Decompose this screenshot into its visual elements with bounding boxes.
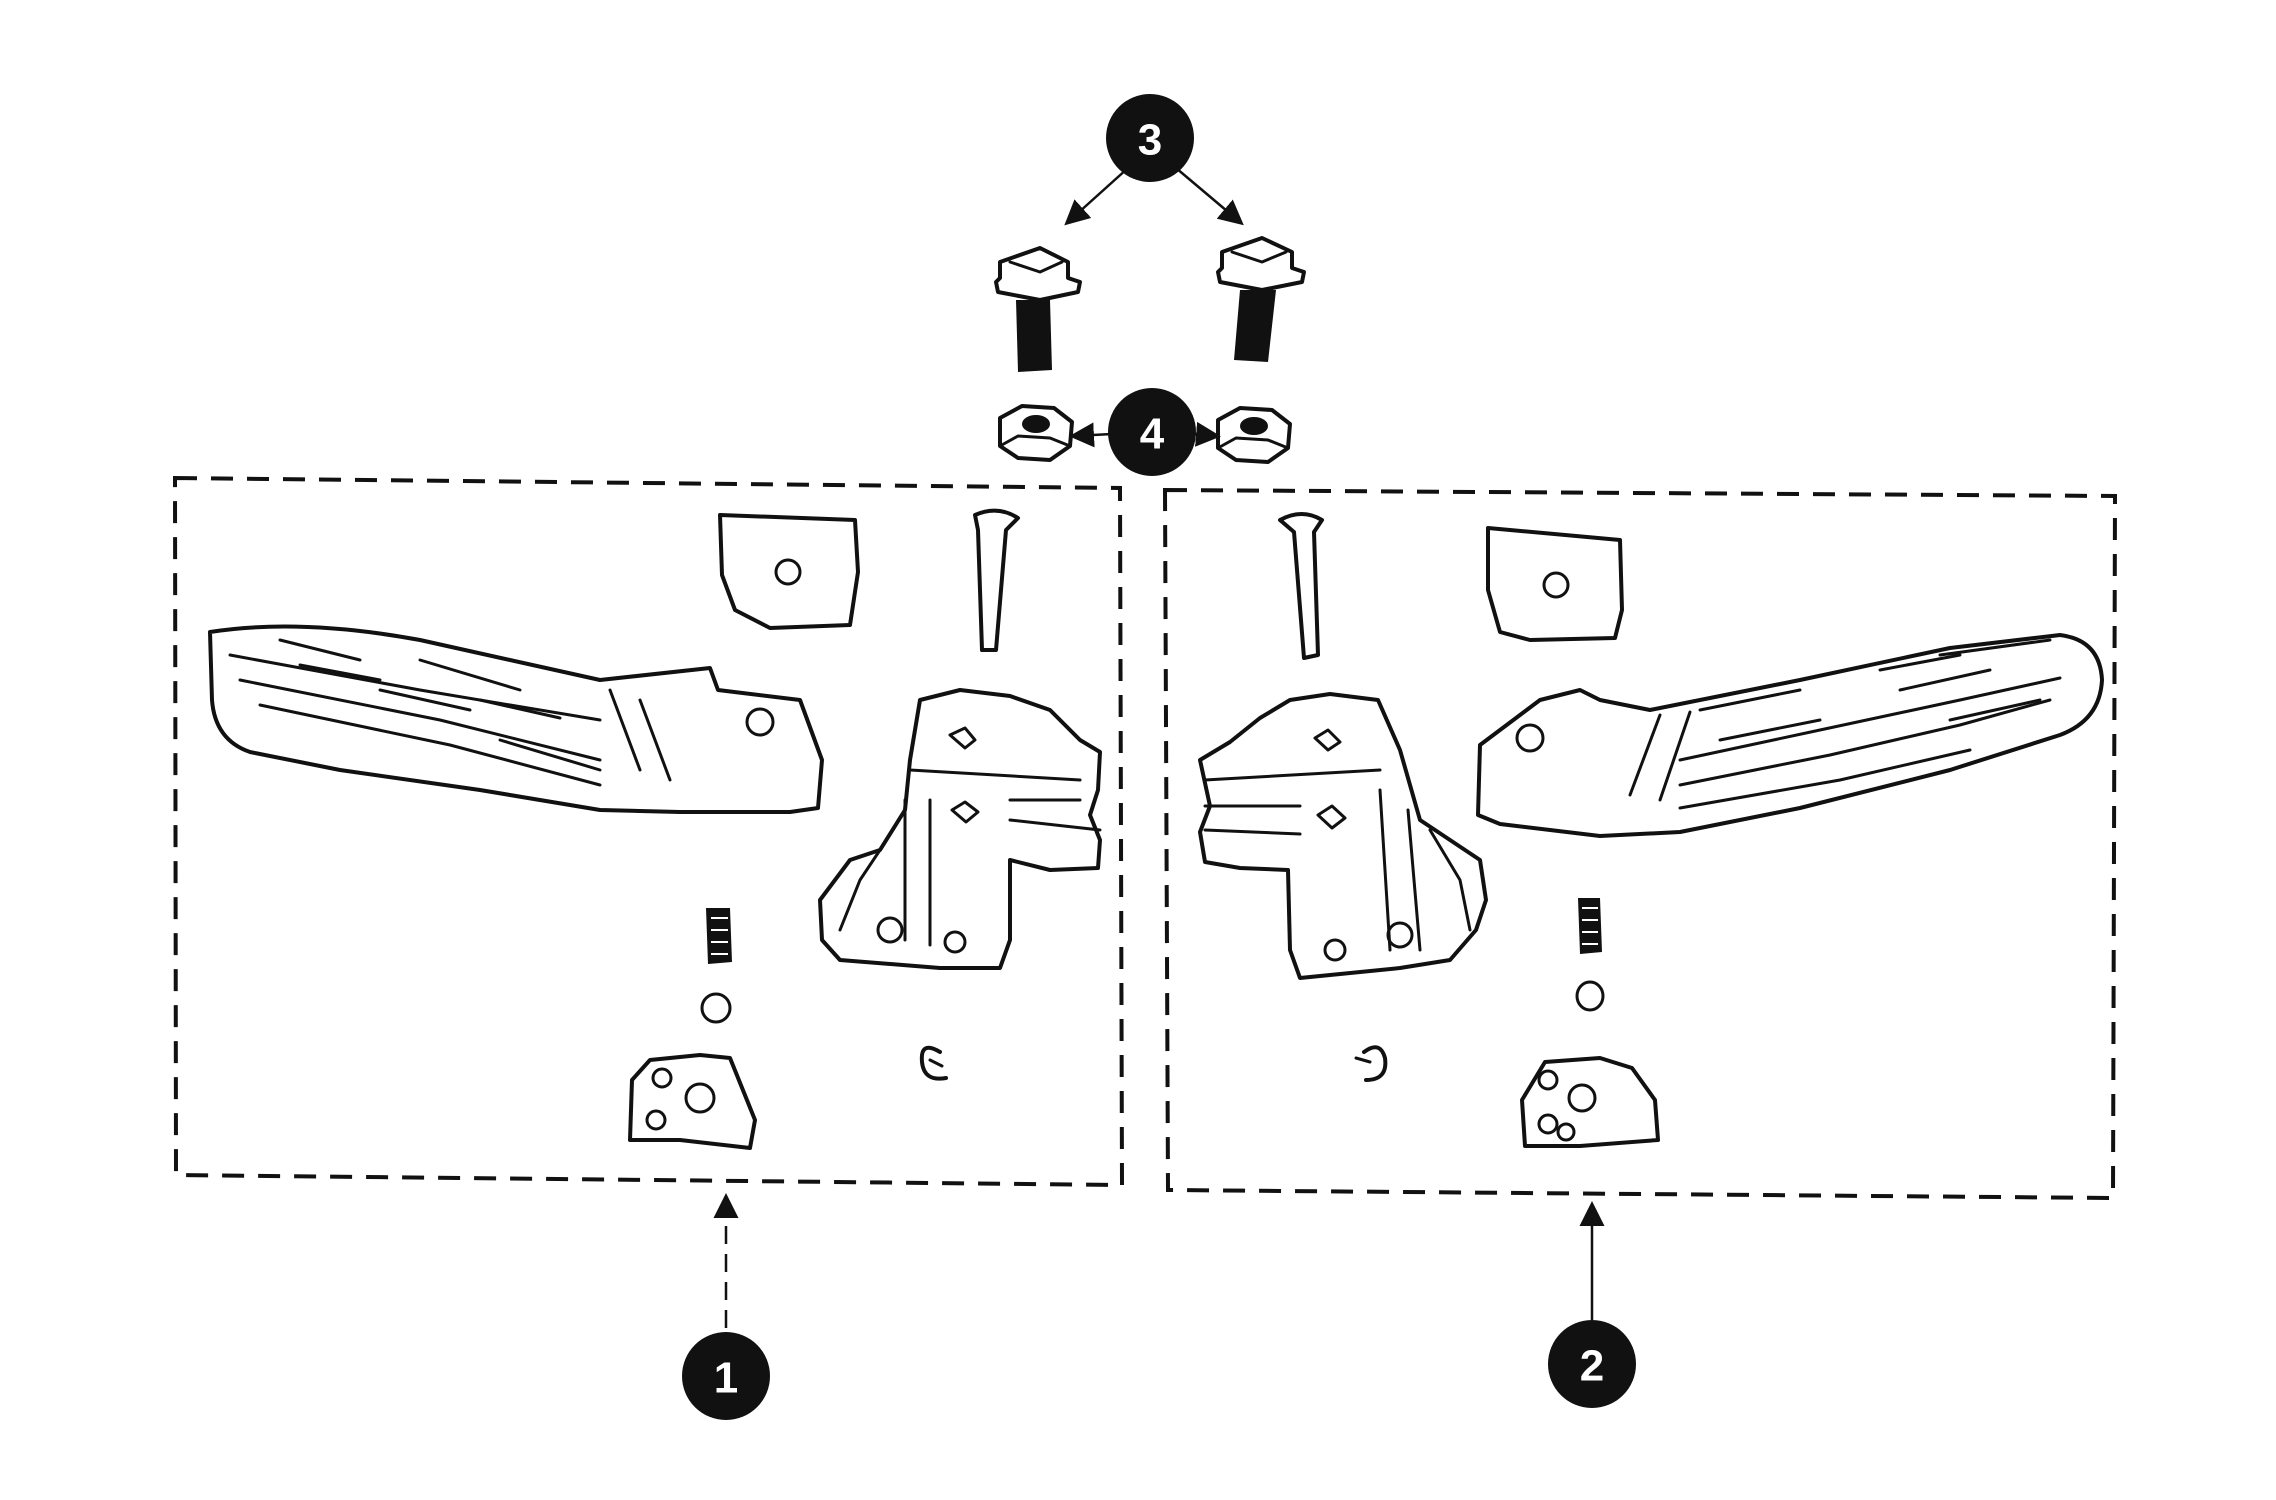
right-spring — [1578, 898, 1602, 954]
bolt-right — [1216, 236, 1306, 362]
left-circlip — [919, 1045, 948, 1081]
right-pivot-pin — [1278, 512, 1324, 660]
callout-4-label: 4 — [1140, 410, 1165, 459]
left-pivot-pin — [973, 508, 1020, 652]
callout-3: 3 — [1106, 94, 1194, 182]
bolt-left — [994, 246, 1082, 372]
callout-4: 4 — [1108, 388, 1196, 476]
right-ball — [1575, 980, 1605, 1012]
left-bracket-plate — [718, 513, 860, 630]
left-ball — [700, 992, 732, 1024]
callout-1: 1 — [682, 1332, 770, 1420]
left-footpeg-bracket-plate — [628, 1053, 757, 1150]
left-assembly-box — [172, 475, 1125, 1188]
callout-3-label: 3 — [1138, 116, 1162, 165]
right-assembly-box — [1162, 487, 2118, 1201]
callout-2: 2 — [1548, 1320, 1636, 1408]
nut-right — [1216, 406, 1292, 464]
callout-1-label: 1 — [714, 1354, 738, 1403]
callout-2-label: 2 — [1580, 1342, 1604, 1391]
nut-left — [998, 404, 1074, 462]
leaders — [713, 167, 1605, 1328]
left-mount-bracket — [818, 688, 1102, 970]
left-footpeg — [208, 624, 824, 814]
right-circlip — [1354, 1045, 1388, 1082]
right-mount-bracket — [1198, 692, 1488, 980]
right-footpeg-bracket-plate — [1520, 1056, 1660, 1148]
left-spring — [706, 908, 732, 964]
right-footpeg — [1476, 633, 2104, 838]
right-bracket-plate — [1486, 526, 1624, 642]
